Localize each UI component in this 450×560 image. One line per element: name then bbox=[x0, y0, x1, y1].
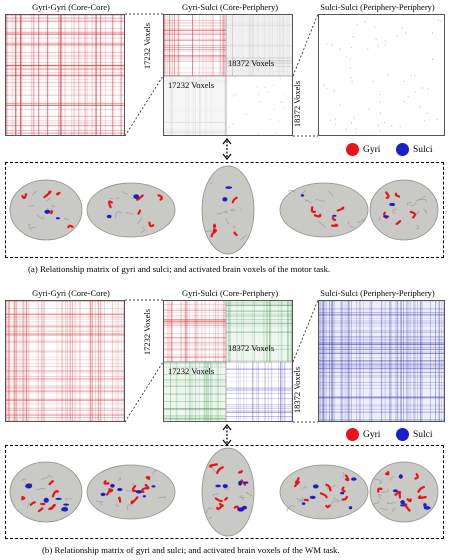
panel-a-double-arrow-icon bbox=[220, 138, 234, 160]
panel-a-voxels-right-label: 18372 Voxels bbox=[292, 80, 302, 128]
panel-a-title-sulci-sulci: Sulci-Sulci (Periphery-Periphery) bbox=[320, 2, 435, 12]
panel-a-caption: (a) Relationship matrix of gyri and sulc… bbox=[28, 264, 331, 274]
panel-a-title-gyri-sulci: Gyri-Sulci (Core-Periphery) bbox=[181, 2, 279, 12]
panel-b-title-sulci-sulci: Sulci-Sulci (Periphery-Periphery) bbox=[320, 288, 435, 298]
panel-b-voxels-gyri-label: 17232 Voxels bbox=[168, 366, 215, 376]
panel-b-voxels-sulci-label: 18372 Voxels bbox=[228, 343, 275, 353]
panel-b-matrix-sulci-sulci bbox=[318, 300, 445, 422]
panel-b-voxels-right-label: 18372 Voxels bbox=[292, 366, 302, 414]
panel-b-voxels-left-label: 17232 Voxels bbox=[142, 308, 152, 356]
panel-a-brain-views bbox=[5, 162, 444, 258]
panel-b-title-gyri-gyri: Gyri-Gyri (Core-Core) bbox=[32, 288, 110, 298]
sulci-legend-label: Sulci bbox=[413, 145, 433, 155]
panel-b-legend: Gyri Sulci bbox=[346, 428, 450, 442]
panel-b-double-arrow-icon bbox=[220, 424, 234, 446]
panel-b-brain-views bbox=[5, 445, 444, 539]
panel-b-title-gyri-sulci: Gyri-Sulci (Core-Periphery) bbox=[181, 288, 279, 298]
panel-a-voxels-left-label: 17232 Voxels bbox=[142, 22, 152, 70]
panel-b-matrix-gyri-gyri bbox=[5, 300, 125, 422]
panel-b-caption: (b) Relationship matrix of gyri and sulc… bbox=[42, 545, 340, 555]
panel-a-legend: Gyri Sulci bbox=[346, 143, 450, 157]
panel-b-connector-lines bbox=[124, 299, 319, 423]
panel-b-matrix-gyri-sulci bbox=[163, 300, 293, 422]
panel-a-voxels-gyri-label: 17232 Voxels bbox=[168, 80, 215, 90]
sulci-legend-dot-icon bbox=[396, 428, 409, 441]
gyri-legend-label: Gyri bbox=[363, 145, 381, 155]
panel-a-voxels-sulci-label: 18372 Voxels bbox=[228, 58, 275, 68]
gyri-legend-dot-icon bbox=[346, 143, 359, 156]
panel-a-title-gyri-gyri: Gyri-Gyri (Core-Core) bbox=[32, 2, 110, 12]
gyri-legend-dot-icon bbox=[346, 428, 359, 441]
panel-a-matrix-gyri-sulci bbox=[163, 14, 293, 136]
gyri-legend-label: Gyri bbox=[363, 430, 381, 440]
sulci-legend-dot-icon bbox=[396, 143, 409, 156]
panel-a-matrix-sulci-sulci bbox=[318, 14, 445, 136]
panel-a-matrix-gyri-gyri bbox=[5, 14, 125, 136]
panel-a-connector-lines bbox=[124, 13, 319, 137]
sulci-legend-label: Sulci bbox=[413, 430, 433, 440]
